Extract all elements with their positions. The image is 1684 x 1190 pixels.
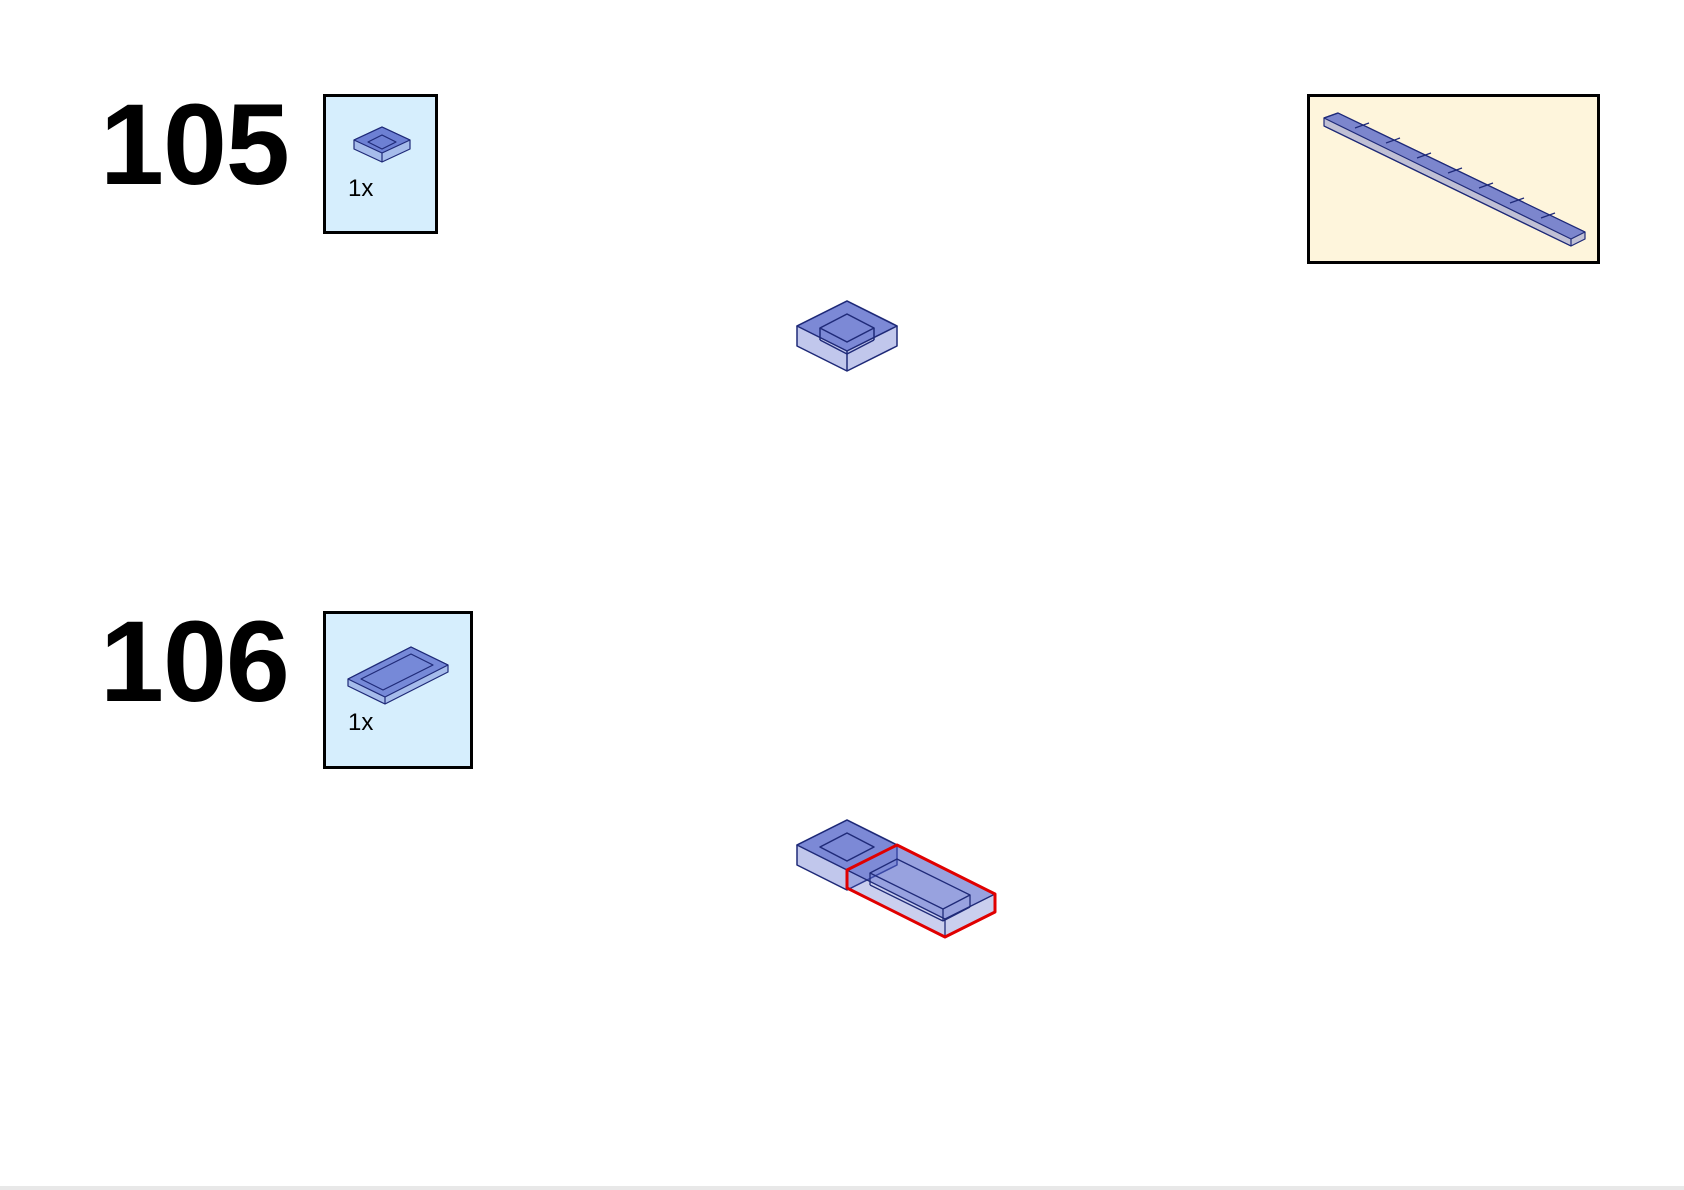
parts-list-step-106: 1x — [323, 611, 473, 769]
step-number-106: 106 — [100, 598, 290, 726]
parts-list-step-105: 1x — [323, 94, 438, 234]
quantity-label: 1x — [348, 175, 374, 202]
assembly-step-106 — [790, 815, 1010, 950]
tile-1x2-icon — [347, 646, 449, 705]
page-bottom-rule — [0, 1186, 1684, 1190]
assembly-step-105 — [790, 295, 900, 380]
tile-1x1-icon — [353, 126, 411, 163]
step-number-105: 105 — [100, 81, 290, 209]
quantity-label: 1x — [348, 709, 374, 736]
long-tile-row-icon — [1323, 112, 1586, 247]
new-part-highlight — [845, 843, 997, 939]
submodel-preview — [1307, 94, 1600, 264]
